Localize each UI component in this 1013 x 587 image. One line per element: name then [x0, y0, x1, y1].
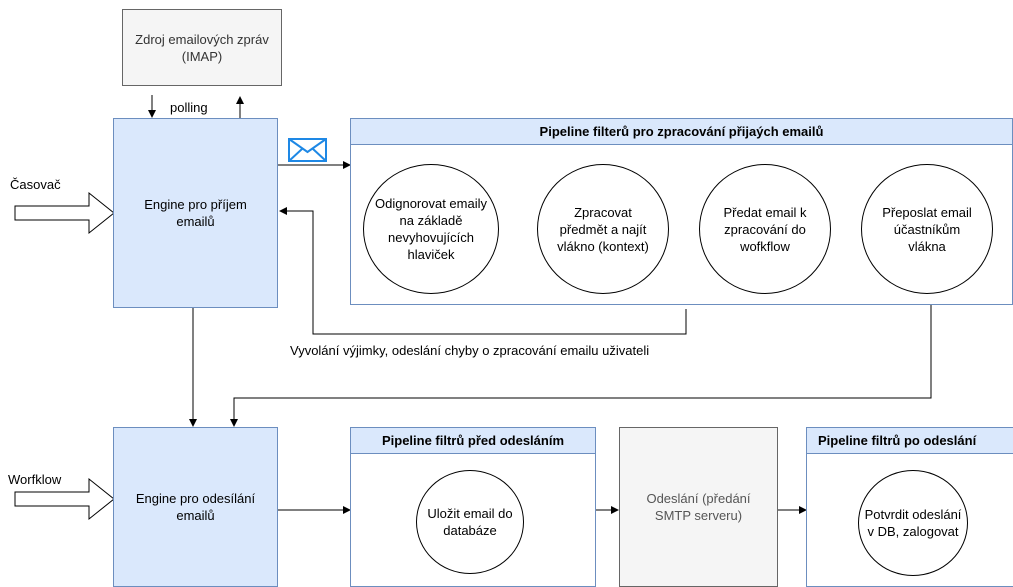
receive-engine-label: Engine pro příjem emailů [144, 197, 247, 229]
casovac-block-arrow [14, 191, 115, 235]
imap-source-label: Zdroj emailových zpráv (IMAP) [135, 31, 269, 64]
post-send-pipeline-title: Pipeline filtrů po odeslání [807, 428, 1013, 454]
filter-confirm-log-label: Potvrdit odeslání v DB, zalogovat [864, 507, 962, 539]
smtp-send-box[interactable]: Odeslání (předání SMTP serveru) [619, 427, 778, 587]
filter-confirm-log[interactable]: Potvrdit odeslání v DB, zalogovat [858, 470, 968, 576]
filter-to-workflow[interactable]: Předat email k zpracování do wofkflow [699, 164, 831, 294]
worfklow-block-arrow [14, 477, 115, 521]
filter-save-db[interactable]: Uložit email do databáze [416, 470, 524, 574]
smtp-send-label: Odeslání (předání SMTP serveru) [646, 491, 751, 523]
worfklow-label: Worfklow [8, 472, 62, 487]
filter-ignore-headers[interactable]: Odignorovat emaily na základě nevyhovují… [363, 164, 499, 294]
forward-to-send-arrow [230, 294, 932, 427]
receive-engine-box[interactable]: Engine pro příjem emailů [113, 118, 278, 308]
filter-parse-subject-label: Zpracovat předmět a najít vlákno (kontex… [557, 204, 649, 254]
imap-source-box[interactable]: Zdroj emailových zpráv (IMAP) [122, 9, 282, 86]
casovac-label: Časovač [10, 177, 61, 192]
incoming-pipeline-title: Pipeline filterů pro zpracování přijaých… [351, 119, 1012, 145]
filter-ignore-headers-label: Odignorovat emaily na základě nevyhovují… [375, 196, 487, 262]
envelope-icon [288, 138, 327, 162]
filter-save-db-label: Uložit email do databáze [427, 506, 513, 538]
filter-to-workflow-label: Předat email k zpracování do wofkflow [723, 204, 807, 254]
exception-label: Vyvolání výjimky, odeslání chyby o zprac… [290, 343, 650, 358]
pre-send-pipeline-title: Pipeline filtrů před odesláním [351, 428, 595, 454]
send-engine-label: Engine pro odesílání emailů [135, 491, 256, 523]
filter-forward-email-label: Přeposlat email účastníkům vlákna [882, 204, 972, 254]
filter-forward-email[interactable]: Přeposlat email účastníkům vlákna [861, 164, 993, 294]
send-engine-box[interactable]: Engine pro odesílání emailů [113, 427, 278, 587]
exception-arrow [279, 207, 687, 335]
polling-label: polling [170, 100, 208, 115]
filter-parse-subject[interactable]: Zpracovat předmět a najít vlákno (kontex… [537, 164, 669, 294]
